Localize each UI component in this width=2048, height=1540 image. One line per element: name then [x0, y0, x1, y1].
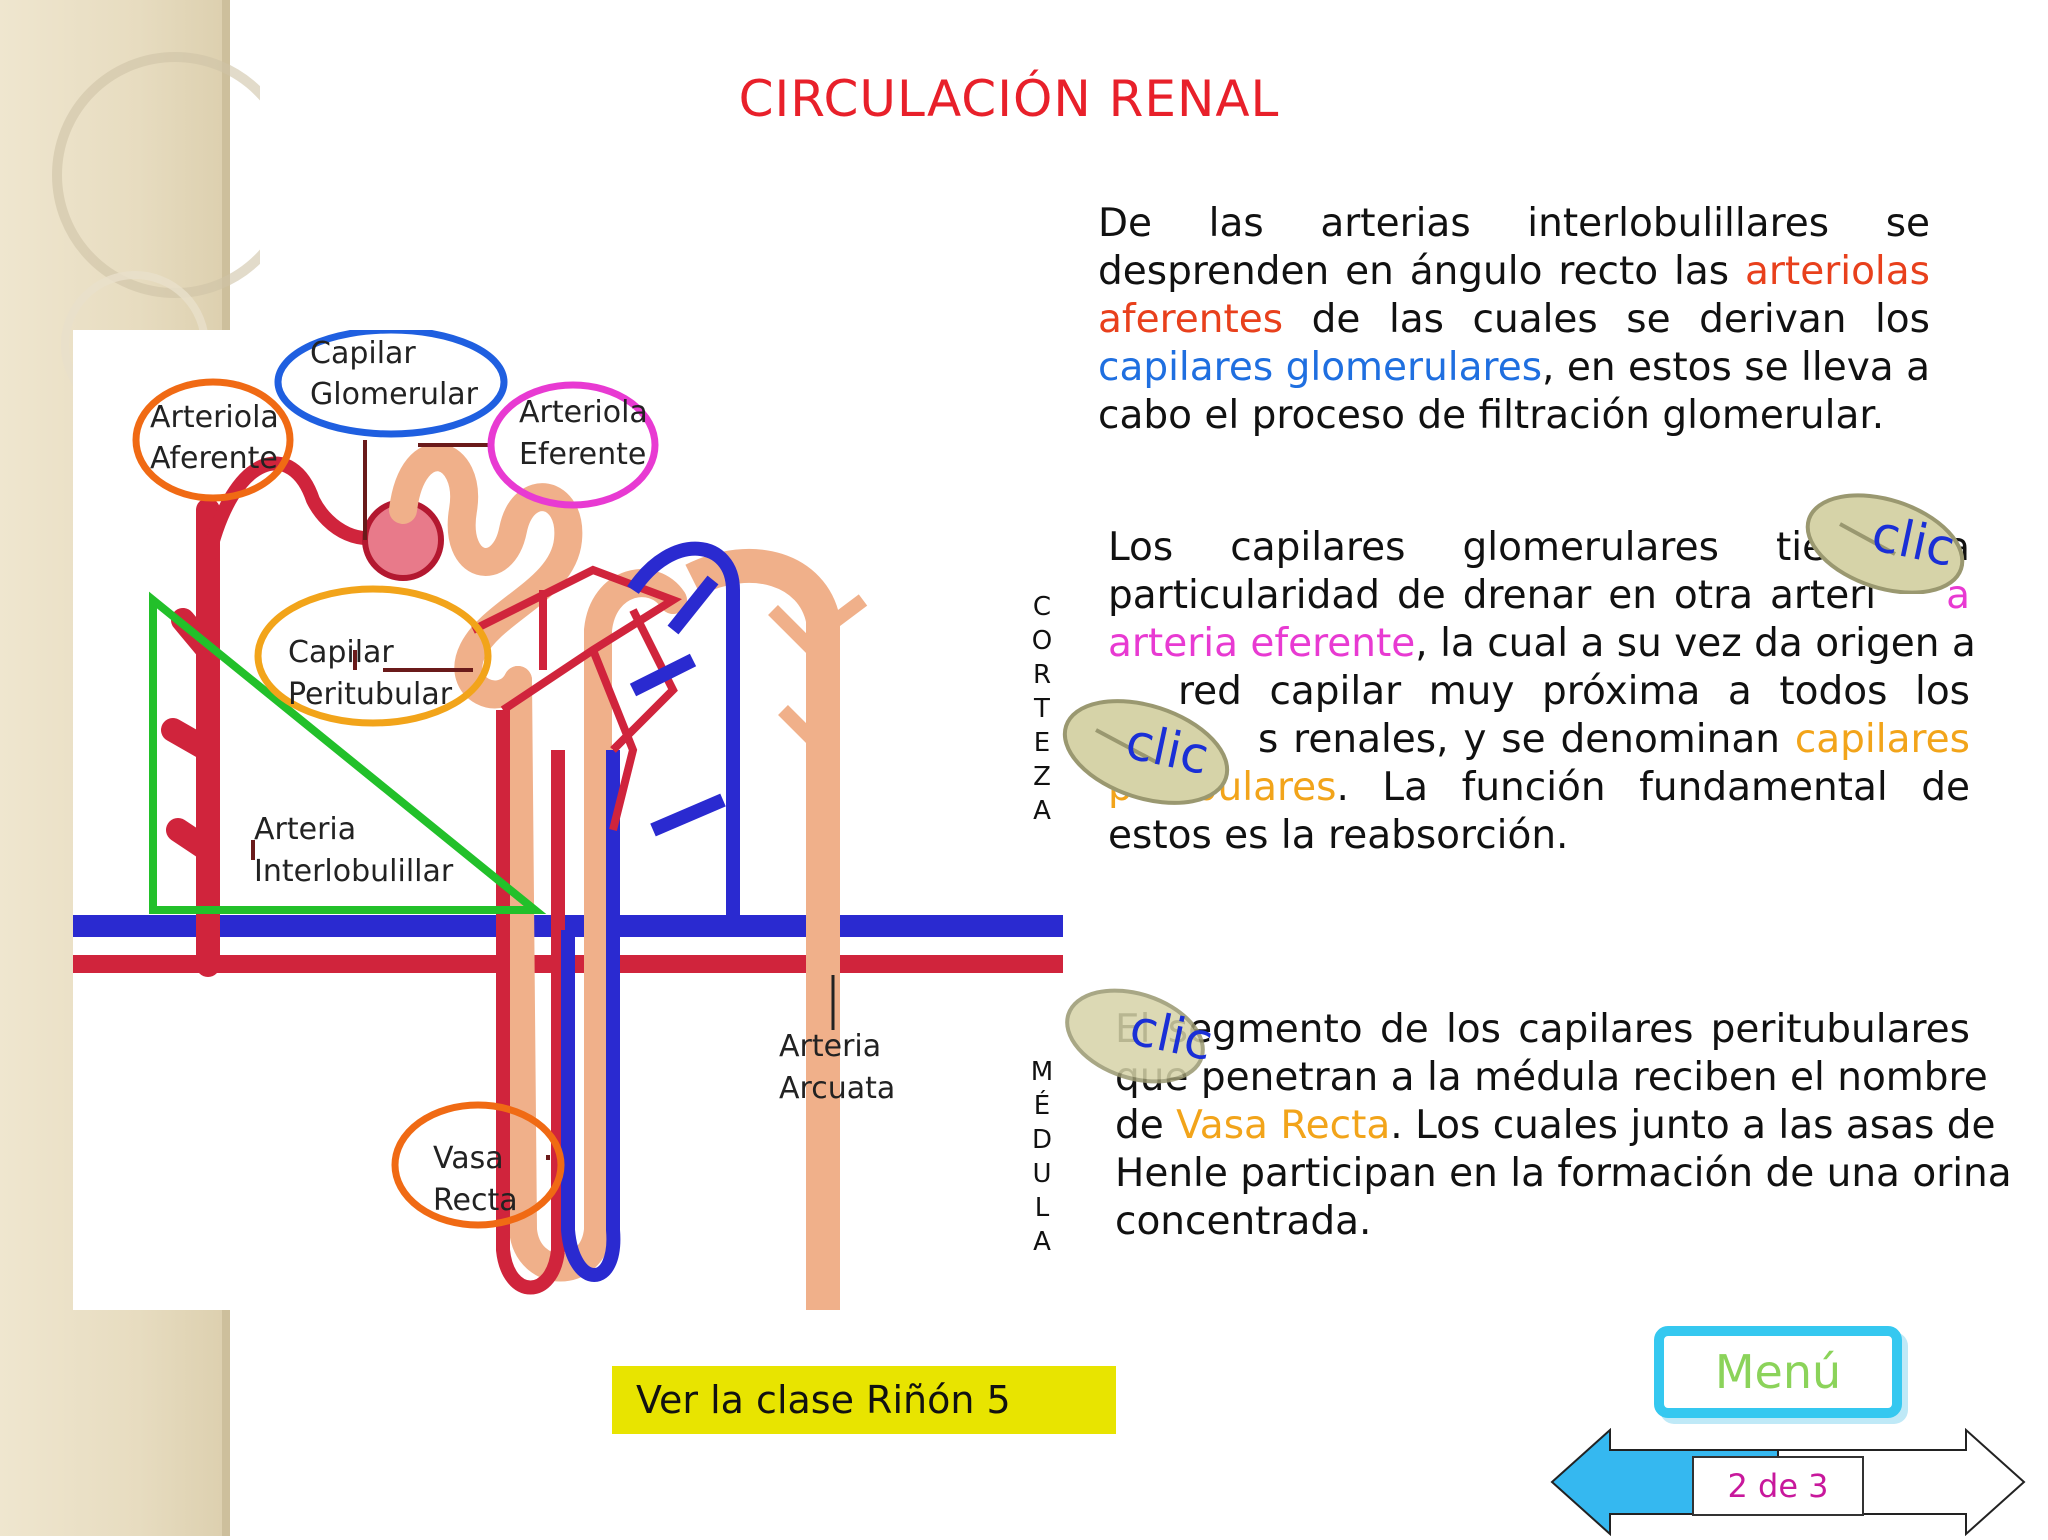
ring-arteriola-aferente [132, 378, 294, 502]
ring-vasa-recta [391, 1101, 565, 1229]
svg-text:Eferente: Eferente [519, 437, 646, 472]
capillary-network [471, 565, 682, 831]
paragraph-3: El segmento de los capilares peritubular… [1115, 1007, 2012, 1244]
renal-circulation-diagram: Capilar Glomerular Arteriola Aferente Ar… [73, 326, 1063, 1310]
svg-text:Interlobulillar: Interlobulillar [254, 854, 454, 889]
ring-arteriola-eferente [487, 381, 659, 509]
vasa-recta-vein [561, 750, 621, 1282]
label-arteria-interlobulillar: Arteria [254, 812, 356, 847]
paragraph-2: Los capilares glomerulares tiea particul… [1108, 525, 1976, 858]
ring-capilar-glomerular [274, 326, 508, 438]
svg-text:Glomerular: Glomerular [310, 377, 479, 412]
ring-capilar-peritubular [254, 585, 492, 727]
paragraph-1: De las arterias interlobulillares se des… [1098, 201, 1931, 438]
clic-button-1[interactable]: clic [1800, 484, 1970, 594]
page-title: CIRCULACIÓN RENAL [738, 70, 1280, 128]
svg-text:Arcuata: Arcuata [779, 1071, 895, 1106]
mouse-icon [1065, 988, 1205, 1084]
collecting-duct [685, 549, 840, 1310]
menu-button[interactable]: Menú [1654, 1326, 1902, 1418]
page-indicator: 2 de 3 [1692, 1456, 1864, 1516]
svg-text:Peritubular: Peritubular [288, 677, 453, 712]
mouse-icon [1062, 699, 1230, 805]
label-arteriola-aferente: Arteriola [150, 400, 279, 435]
interlobular-artery [161, 498, 220, 977]
clic-button-3[interactable]: clic [1060, 978, 1218, 1088]
svg-text:Aferente: Aferente [150, 441, 278, 476]
svg-text:Recta: Recta [433, 1183, 518, 1218]
label-vasa-recta: Vasa [433, 1141, 504, 1176]
vasa-recta-artery [496, 710, 565, 1295]
venous-network [627, 541, 740, 930]
label-capilar-glomerular: Capilar [310, 336, 416, 371]
label-arteriola-eferente: Arteriola [519, 395, 648, 430]
clic-button-2[interactable]: clic [1056, 690, 1246, 810]
green-triangle [149, 591, 547, 914]
mouse-icon [1805, 493, 1965, 594]
label-capilar-peritubular: Capilar [288, 635, 394, 670]
label-arteria-arcuata: Arteria [779, 1029, 881, 1064]
ver-clase-link[interactable]: Ver la clase Riñón 5 [612, 1366, 1116, 1434]
